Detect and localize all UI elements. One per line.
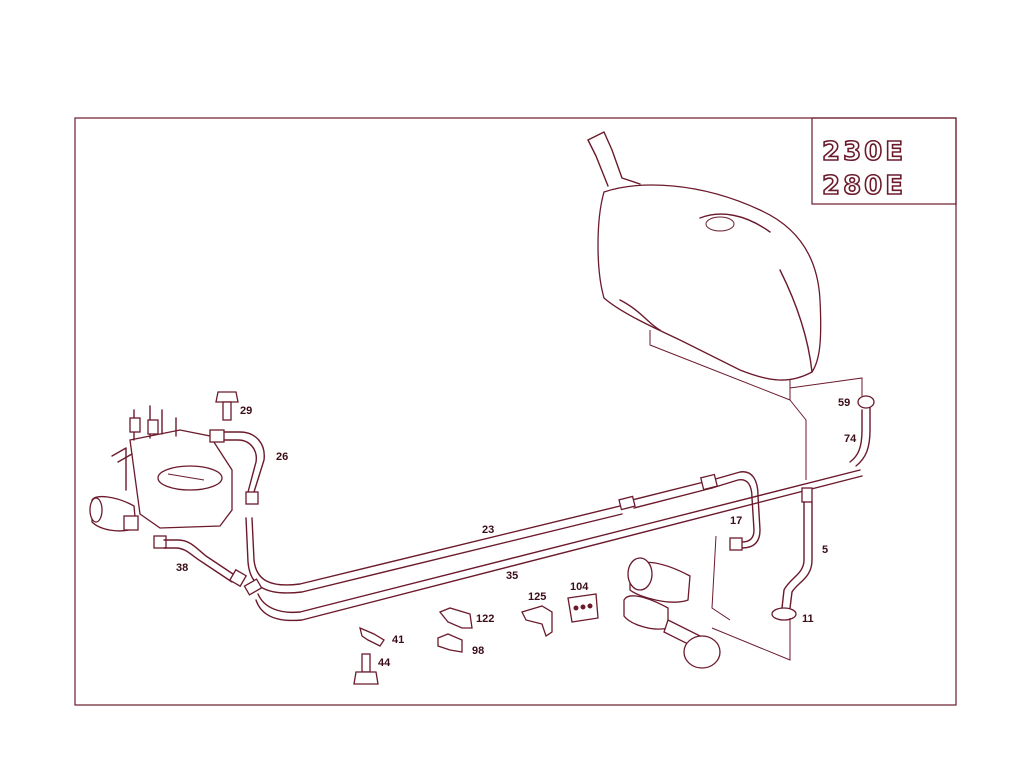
callout-11: 11 <box>802 613 814 625</box>
callout-5: 5 <box>822 544 828 556</box>
clip-98 <box>437 633 463 653</box>
injection-unit <box>89 405 233 532</box>
callout-29: 29 <box>240 405 252 417</box>
line-5 <box>771 487 813 621</box>
callout-125: 125 <box>528 591 546 603</box>
fuel-lines <box>243 469 863 622</box>
callout-26: 26 <box>276 451 288 463</box>
fuel-pump <box>623 535 791 669</box>
fuel-tank <box>587 131 863 480</box>
line-38 <box>153 535 248 588</box>
model-box: 230E 280E <box>811 117 957 205</box>
clip-41 <box>359 626 385 647</box>
holder-104 <box>567 593 599 623</box>
callout-23: 23 <box>482 524 494 536</box>
callout-38: 38 <box>176 562 188 574</box>
line-26 <box>209 429 265 505</box>
callout-59: 59 <box>838 397 850 409</box>
clip-122 <box>438 607 473 629</box>
model-label-1: 230E <box>822 137 906 167</box>
line-17 <box>699 471 761 551</box>
bracket-125 <box>521 605 553 638</box>
diagram-frame <box>74 117 957 706</box>
callout-44: 44 <box>378 657 391 669</box>
callout-35: 35 <box>506 570 518 582</box>
callout-17: 17 <box>730 515 742 527</box>
callout-122: 122 <box>476 613 494 625</box>
callout-98: 98 <box>472 645 484 657</box>
callout-41: 41 <box>392 634 404 646</box>
callout-74: 74 <box>844 433 857 445</box>
callout-104: 104 <box>570 581 589 593</box>
bolt-29 <box>215 391 239 421</box>
model-label-2: 280E <box>822 171 906 201</box>
line-74 <box>849 395 875 467</box>
callout-labels: 29 26 23 35 38 17 5 11 59 74 104 125 122… <box>176 397 857 669</box>
bolt-44 <box>353 653 379 685</box>
